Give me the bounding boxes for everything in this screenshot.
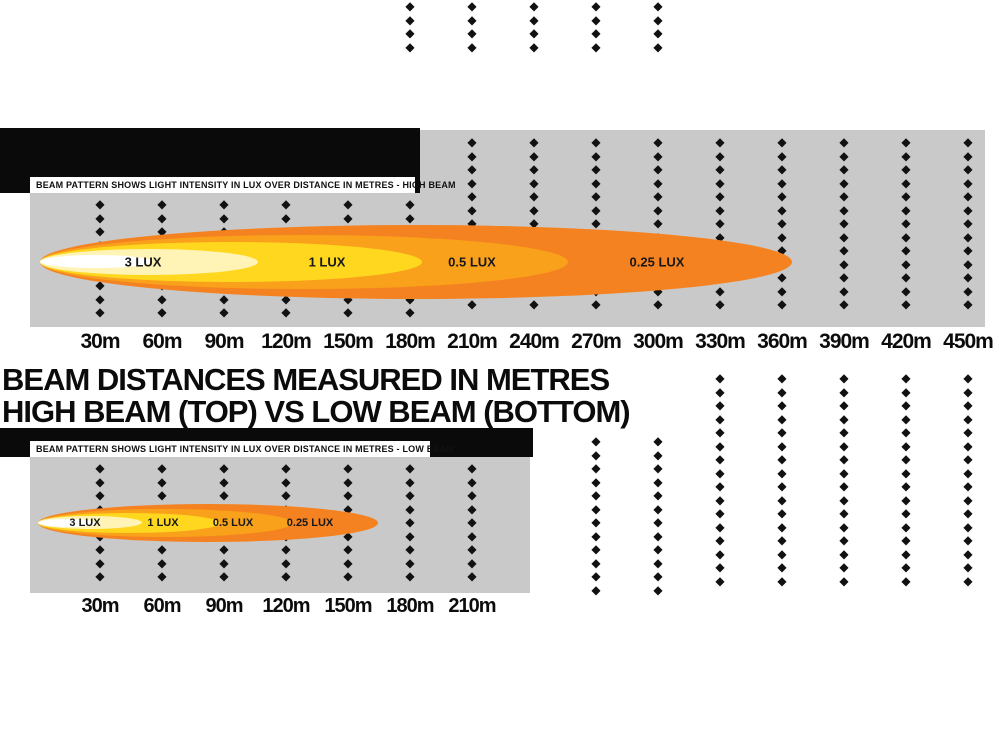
distance-tick: 390m (819, 330, 870, 353)
bottom-beam-hotspot (38, 519, 96, 527)
heading-line-2: HIGH BEAM (TOP) VS LOW BEAM (BOTTOM) (2, 394, 631, 429)
grid-dash-column: ◆ ◆ ◆ ◆ ◆ ◆ ◆ ◆ ◆ (405, 462, 415, 583)
distance-tick: 120m (261, 330, 312, 353)
grid-dash-column: ◆ ◆ ◆ ◆ (529, 0, 539, 54)
grid-dash-column: ◆ ◆ ◆ ◆ ◆ ◆ ◆ ◆ ◆ ◆ ◆ ◆ ◆ ◆ ◆ ◆ (901, 372, 911, 588)
lux-label-1: 1 LUX (147, 517, 179, 529)
grid-dash-column: ◆ ◆ ◆ ◆ (467, 0, 477, 54)
grid-dash-column: ◆ ◆ ◆ ◆ ◆ ◆ ◆ ◆ ◆ ◆ ◆ ◆ ◆ (777, 136, 787, 311)
grid-dash-column: ◆ ◆ ◆ ◆ ◆ ◆ ◆ ◆ ◆ (467, 462, 477, 583)
distance-tick: 120m (262, 595, 310, 617)
lux-label-05: 0.5 LUX (448, 254, 496, 270)
top-beam-hotspot (40, 255, 152, 268)
grid-dash-column: ◆ ◆ ◆ ◆ ◆ ◆ ◆ ◆ ◆ ◆ ◆ ◆ (653, 435, 663, 597)
grid-dash-column: ◆ ◆ ◆ ◆ ◆ ◆ ◆ ◆ ◆ ◆ ◆ ◆ ◆ (653, 136, 663, 311)
heading-line-1: BEAM DISTANCES MEASURED IN METRES (2, 362, 610, 397)
distance-tick: 90m (204, 330, 244, 353)
lux-label-3: 3 LUX (69, 517, 101, 529)
distance-tick: 90m (205, 595, 243, 617)
grid-dash-column: ◆ ◆ ◆ ◆ ◆ ◆ ◆ ◆ ◆ ◆ ◆ ◆ ◆ (839, 136, 849, 311)
distance-tick: 150m (323, 330, 374, 353)
grid-dash-column: ◆ ◆ ◆ ◆ (405, 0, 415, 54)
top-chart-title: BEAM PATTERN SHOWS LIGHT INTENSITY IN LU… (36, 180, 456, 190)
distance-tick: 150m (324, 595, 372, 617)
distance-tick: 450m (943, 330, 994, 353)
distance-tick: 270m (571, 330, 622, 353)
grid-dash-column: ◆ ◆ ◆ ◆ ◆ ◆ ◆ ◆ ◆ ◆ ◆ ◆ ◆ ◆ ◆ ◆ (715, 372, 725, 588)
grid-dash-column: ◆ ◆ ◆ ◆ ◆ ◆ ◆ ◆ ◆ ◆ ◆ ◆ ◆ (715, 136, 725, 311)
distance-tick: 330m (695, 330, 746, 353)
distance-tick: 180m (386, 595, 434, 617)
distance-tick: 210m (447, 330, 498, 353)
distance-tick: 180m (385, 330, 436, 353)
distance-tick: 30m (81, 595, 119, 617)
bottom-chart-title-strip: BEAM PATTERN SHOWS LIGHT INTENSITY IN LU… (30, 441, 454, 457)
distance-tick: 210m (448, 595, 496, 617)
lux-label-3: 3 LUX (124, 254, 162, 270)
grid-dash-column: ◆ ◆ ◆ ◆ ◆ ◆ ◆ ◆ ◆ ◆ ◆ ◆ ◆ ◆ ◆ ◆ (839, 372, 849, 588)
lux-label-05: 0.5 LUX (212, 517, 254, 529)
distance-tick: 240m (509, 330, 560, 353)
distance-tick: 60m (142, 330, 182, 353)
grid-dash-column: ◆ ◆ ◆ ◆ ◆ ◆ ◆ ◆ ◆ ◆ ◆ ◆ ◆ ◆ ◆ ◆ (777, 372, 787, 588)
grid-dash-column: ◆ ◆ ◆ ◆ ◆ ◆ ◆ ◆ ◆ ◆ ◆ ◆ ◆ (901, 136, 911, 311)
grid-dash-column: ◆ ◆ ◆ ◆ ◆ ◆ ◆ ◆ ◆ ◆ ◆ ◆ ◆ (963, 136, 973, 311)
grid-dash-column: ◆ ◆ ◆ ◆ ◆ ◆ ◆ ◆ ◆ ◆ ◆ ◆ (591, 435, 601, 597)
distance-tick: 420m (881, 330, 932, 353)
distance-tick: 300m (633, 330, 684, 353)
bottom-chart-title: BEAM PATTERN SHOWS LIGHT INTENSITY IN LU… (36, 444, 455, 454)
grid-dash-column: ◆ ◆ ◆ ◆ ◆ ◆ ◆ ◆ ◆ ◆ ◆ ◆ ◆ ◆ ◆ ◆ (963, 372, 973, 588)
distance-tick: 60m (143, 595, 181, 617)
grid-dash-column: ◆ ◆ ◆ ◆ (653, 0, 663, 54)
grid-dash-column: ◆ ◆ ◆ ◆ (591, 0, 601, 54)
top-chart-title-strip: BEAM PATTERN SHOWS LIGHT INTENSITY IN LU… (30, 177, 456, 193)
distance-tick: 360m (757, 330, 808, 353)
distance-tick: 30m (80, 330, 120, 353)
lux-label-025: 0.25 LUX (286, 517, 334, 529)
lux-label-025: 0.25 LUX (629, 254, 685, 270)
lux-label-1: 1 LUX (308, 254, 346, 270)
